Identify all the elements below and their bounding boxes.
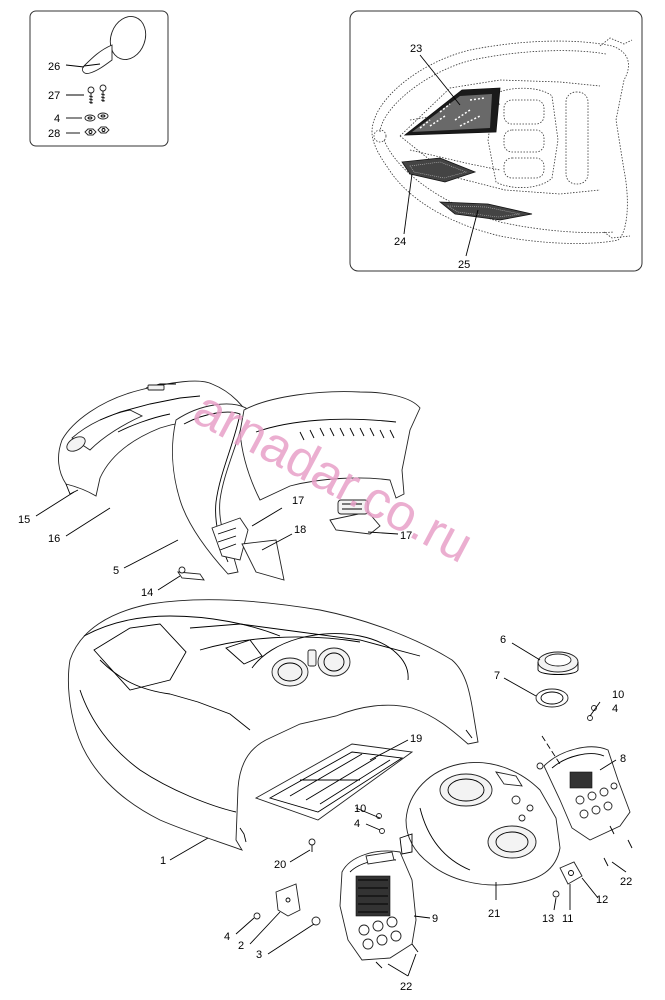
- leader-lines: [35, 491, 627, 977]
- nut-pair: [84, 126, 110, 136]
- top-view-inset: [349, 10, 643, 272]
- callout-2: 2: [238, 940, 244, 952]
- mirror-part: [81, 16, 147, 74]
- part-14-handle: [177, 566, 205, 581]
- mat-24: [401, 157, 477, 183]
- part-21-console: [399, 762, 561, 886]
- part-8-panel: [536, 746, 633, 867]
- callout-12: 12: [596, 894, 608, 906]
- callout-10-lower: 10: [354, 803, 366, 815]
- mat-25: [438, 201, 533, 221]
- callout-17-latch: 17: [400, 530, 412, 542]
- part-1-deck: [67, 599, 479, 851]
- callout-18: 18: [294, 524, 306, 536]
- mirror-inset: [29, 10, 169, 147]
- callout-21: 21: [488, 908, 500, 920]
- part-11-clip: [552, 861, 583, 898]
- callout-22: 22: [620, 876, 632, 888]
- part-20-screw: [308, 838, 316, 852]
- washer-pair: [84, 112, 109, 122]
- screw-pair: [87, 84, 107, 104]
- callout-25: 25: [458, 259, 470, 271]
- part-6-ring: [537, 651, 579, 675]
- callout-19: 19: [410, 733, 422, 745]
- callout-28: 28: [48, 128, 60, 140]
- callout-1: 1: [160, 855, 166, 867]
- callout-7: 7: [494, 670, 500, 682]
- callout-23: 23: [410, 43, 422, 55]
- part-19-tray: [254, 743, 414, 821]
- callout-14: 14: [141, 587, 153, 599]
- callout-17: 17: [292, 495, 304, 507]
- callout-13: 13: [542, 913, 554, 925]
- callout-4-upper: 4: [612, 703, 618, 715]
- hull-top-view: [371, 37, 633, 244]
- callout-24: 24: [394, 236, 406, 248]
- callout-labels: 26 27 4 28 23 24 25 15 16 5 17 18 17 14 …: [18, 43, 632, 993]
- callout-9: 9: [432, 913, 438, 925]
- callout-20: 20: [274, 859, 286, 871]
- callout-22-lower: 22: [400, 981, 412, 993]
- part-9-panel: [339, 850, 419, 969]
- mat-23: [403, 87, 501, 136]
- callout-10: 10: [612, 689, 624, 701]
- callout-26: 26: [48, 61, 60, 73]
- part-2-bracket: [275, 883, 301, 917]
- callout-3: 3: [256, 949, 262, 961]
- callout-16: 16: [48, 533, 60, 545]
- callout-8: 8: [620, 753, 626, 765]
- callout-5: 5: [113, 565, 119, 577]
- part-15-panel: [239, 391, 421, 501]
- callout-27: 27: [48, 90, 60, 102]
- callout-4: 4: [54, 113, 60, 125]
- callout-11: 11: [562, 913, 573, 925]
- part-7-ring: [535, 688, 569, 708]
- callout-4-bracket: 4: [224, 931, 230, 943]
- callout-15: 15: [18, 514, 30, 526]
- fastener-set-lower: [253, 705, 597, 926]
- callout-4-lower: 4: [354, 818, 360, 830]
- part-17-latch: [329, 499, 381, 535]
- callout-6: 6: [500, 634, 506, 646]
- part-18-pad: [241, 539, 285, 581]
